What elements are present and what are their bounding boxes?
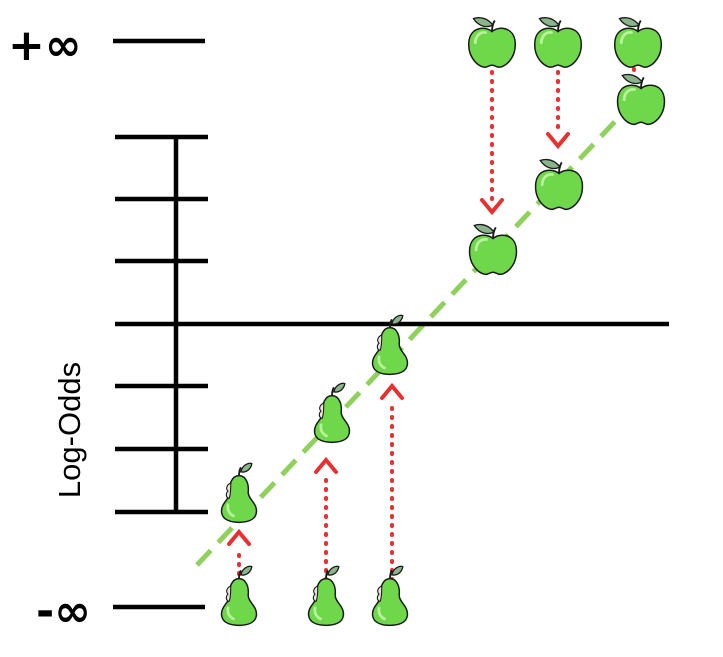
- neg-infinity-label: -∞: [36, 586, 91, 637]
- arrow-pear-2-head: [314, 456, 338, 474]
- arrow-pear-3-head: [380, 382, 404, 400]
- pear-icon: [312, 381, 352, 444]
- arrow-apple-2-head: [546, 132, 570, 150]
- apple-icon: [613, 16, 663, 69]
- pear-icon: [371, 564, 409, 627]
- pos-infinity-label: +∞: [8, 20, 82, 71]
- arrow-pear-1-head: [227, 528, 251, 546]
- y-axis-label: Log-Odds: [52, 362, 87, 498]
- fit-line: [195, 93, 642, 567]
- apple-icon: [467, 16, 517, 69]
- apple-icon: [468, 223, 518, 276]
- pear-icon: [307, 564, 345, 627]
- apple-icon: [616, 73, 666, 126]
- arrow-apple-1-head: [480, 198, 504, 216]
- apple-icon: [534, 158, 584, 211]
- arrows: [227, 58, 636, 600]
- apple-icon: [533, 16, 583, 69]
- pear-icon: [220, 564, 258, 627]
- pear-icon: [219, 461, 259, 524]
